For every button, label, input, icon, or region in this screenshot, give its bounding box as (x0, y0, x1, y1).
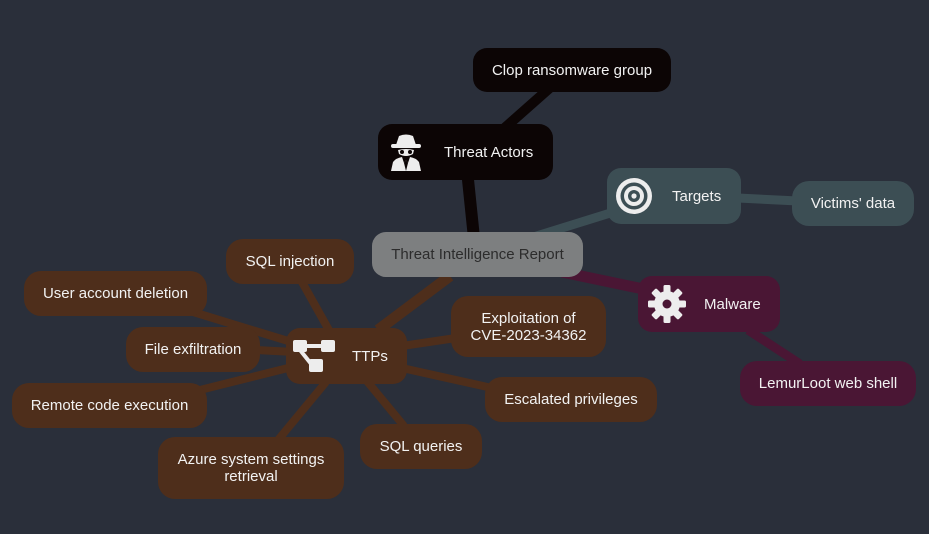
threat-actors-node[interactable]: Threat Actors (378, 124, 553, 180)
edge-ttps-user-deletion (178, 304, 300, 348)
clop-ransomware-label: Clop ransomware group (491, 61, 653, 79)
edge-ttps-azure (274, 379, 330, 443)
edge-ttps-sql-queries (362, 377, 408, 429)
edge-ttps-exploitation (401, 334, 457, 350)
edge-targets-victims (737, 193, 799, 206)
ttps-node[interactable]: TTPs (286, 328, 407, 384)
threat-actors-label: Threat Actors (444, 144, 534, 161)
sql-injection-label: SQL injection (245, 253, 335, 270)
clop-ransomware-node[interactable]: Clop ransomware group (473, 48, 671, 92)
sql-queries-node[interactable]: SQL queries (360, 424, 482, 469)
edge-root-ttps (374, 271, 454, 335)
azure-settings-node[interactable]: Azure system settings retrieval (158, 437, 344, 499)
gear-icon (647, 284, 687, 324)
file-exfiltration-label: File exfiltration (144, 341, 242, 358)
targets-node[interactable]: Targets (607, 168, 741, 224)
hierarchy-icon (292, 338, 336, 374)
malware-node[interactable]: Malware (638, 276, 780, 332)
sql-injection-node[interactable]: SQL injection (226, 239, 354, 284)
user-account-deletion-node[interactable]: User account deletion (24, 271, 207, 316)
edge-ttps-escalated (401, 364, 493, 392)
edge-ttps-sql-injection (298, 280, 334, 334)
root-label: Threat Intelligence Report (391, 246, 564, 263)
victims-data-node[interactable]: Victims' data (792, 181, 914, 226)
azure-settings-label: Azure system settings retrieval (177, 451, 325, 485)
file-exfiltration-node[interactable]: File exfiltration (126, 327, 260, 372)
exploitation-cve-label: Exploitation of CVE-2023-34362 (470, 309, 587, 344)
edge-ttps-rce (199, 362, 297, 394)
escalated-privileges-node[interactable]: Escalated privileges (485, 377, 657, 422)
edge-root-malware (560, 266, 650, 296)
remote-code-execution-label: Remote code execution (30, 397, 189, 414)
remote-code-execution-node[interactable]: Remote code execution (12, 383, 207, 428)
malware-label: Malware (704, 296, 761, 313)
root-node[interactable]: Threat Intelligence Report (372, 232, 583, 277)
user-account-deletion-label: User account deletion (42, 285, 189, 302)
targets-label: Targets (672, 188, 722, 205)
edge-root-threat-actors (461, 169, 480, 239)
target-icon (614, 176, 654, 216)
spy-icon (388, 133, 424, 171)
edge-malware-lemurloot (745, 326, 803, 368)
lemurloot-label: LemurLoot web shell (758, 375, 898, 392)
exploitation-cve-node[interactable]: Exploitation of CVE-2023-34362 (451, 296, 606, 357)
victims-data-label: Victims' data (810, 195, 896, 212)
ttps-label: TTPs (352, 348, 388, 365)
escalated-privileges-label: Escalated privileges (504, 391, 638, 408)
lemurloot-node[interactable]: LemurLoot web shell (740, 361, 916, 406)
sql-queries-label: SQL queries (379, 438, 463, 455)
